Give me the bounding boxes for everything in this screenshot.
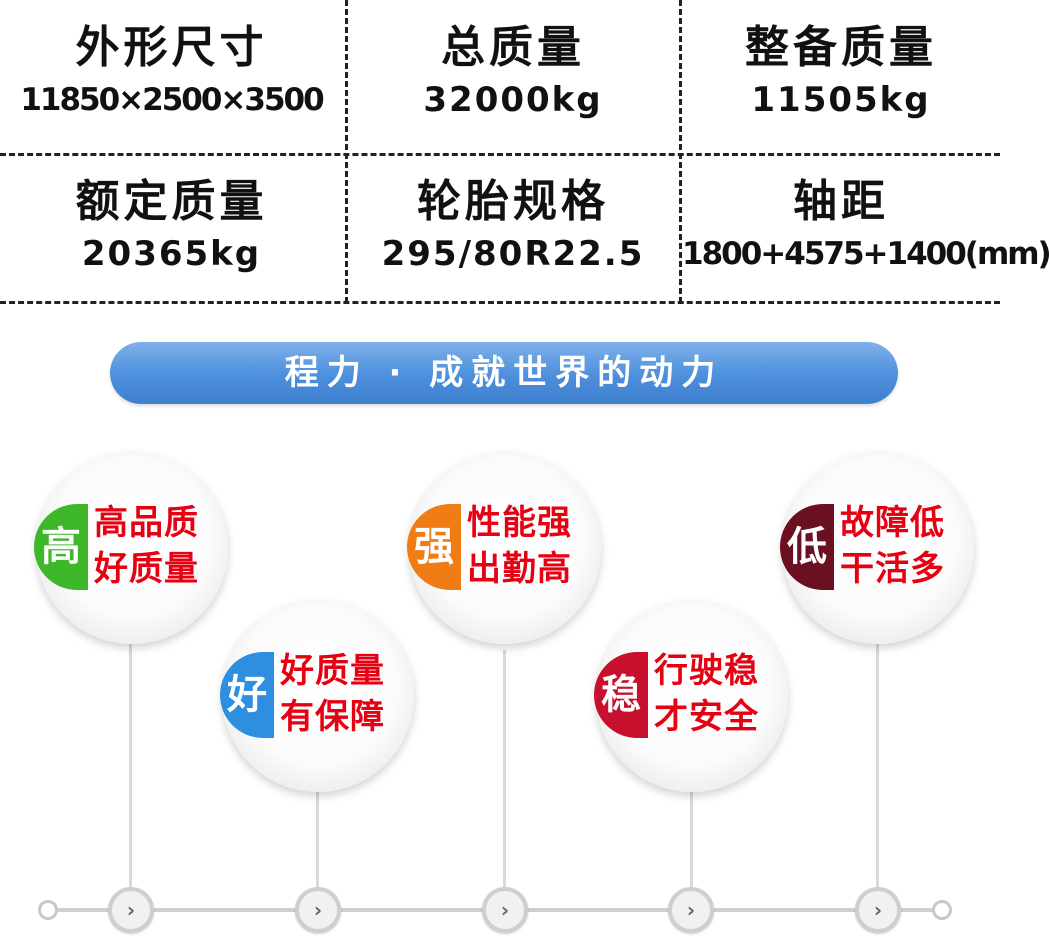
column-divider — [679, 0, 682, 303]
spec-label: 总质量 — [441, 22, 585, 73]
feature-disc-reliability: 低 故障低 干活多 — [780, 452, 974, 644]
spec-value: 32000kg — [423, 80, 603, 120]
timeline-node[interactable]: › — [482, 887, 528, 933]
feature-badge: 稳 — [594, 652, 648, 738]
timeline-node[interactable]: › — [108, 887, 154, 933]
feature-line: 干活多 — [840, 549, 945, 589]
spec-value: 11505kg — [751, 80, 931, 120]
feature-badge-char: 高 — [41, 524, 81, 570]
spec-curb-weight: 整备质量 11505kg — [682, 22, 1000, 120]
feature-badge-char: 稳 — [601, 672, 641, 718]
feature-badge: 强 — [407, 504, 461, 590]
spec-tire-size: 轮胎规格 295/80R22.5 — [348, 176, 678, 274]
spec-wheelbase: 轴距 1800+4575+1400(mm) — [682, 176, 1050, 274]
feature-line: 有保障 — [280, 697, 385, 737]
spec-label: 整备质量 — [745, 22, 937, 73]
timeline-node[interactable]: › — [668, 887, 714, 933]
spec-label: 轮胎规格 — [417, 176, 609, 227]
feature-badge-char: 好 — [227, 672, 267, 718]
feature-line: 好质量 — [280, 651, 385, 691]
stem-line — [876, 640, 879, 890]
spec-gross-weight: 总质量 32000kg — [348, 22, 678, 120]
slogan-text: 程力 · 成就世界的动力 — [284, 353, 724, 393]
timeline-node[interactable]: › — [855, 887, 901, 933]
column-divider — [345, 0, 348, 303]
feature-line: 才安全 — [654, 697, 759, 737]
feature-badge: 高 — [34, 504, 88, 590]
feature-disc-guarantee: 好 好质量 有保障 — [220, 600, 414, 792]
spec-label: 轴距 — [793, 176, 889, 227]
row-divider — [0, 153, 1000, 156]
timeline-end-dot — [932, 900, 952, 920]
feature-badge-char: 强 — [414, 524, 454, 570]
spec-dimensions: 外形尺寸 11850×2500×3500 — [0, 22, 343, 120]
feature-badge: 好 — [220, 652, 274, 738]
spec-label: 外形尺寸 — [75, 22, 268, 73]
spec-value: 20365kg — [81, 234, 262, 274]
feature-line: 好质量 — [94, 549, 199, 589]
spec-value: 11850×2500×3500 — [20, 82, 324, 118]
chevron-right-icon: › — [873, 898, 883, 922]
feature-badge-char: 低 — [787, 524, 827, 570]
timeline-node[interactable]: › — [295, 887, 341, 933]
chevron-right-icon: › — [686, 898, 696, 922]
spec-table: 外形尺寸 11850×2500×3500 总质量 32000kg 整备质量 11… — [0, 0, 1050, 305]
row-divider — [0, 301, 1000, 304]
feature-line: 出勤高 — [467, 549, 572, 589]
feature-line: 性能强 — [467, 503, 572, 543]
timeline-start-dot — [38, 900, 58, 920]
feature-disc-performance: 强 性能强 出勤高 — [407, 452, 601, 644]
feature-disc-quality: 高 高品质 好质量 — [34, 452, 228, 644]
stem-line — [503, 650, 506, 890]
stem-line — [129, 640, 132, 890]
spec-value: 295/80R22.5 — [381, 234, 645, 274]
spec-label: 额定质量 — [75, 176, 268, 227]
feature-disc-stability: 稳 行驶稳 才安全 — [594, 600, 788, 792]
stem-line — [316, 790, 319, 890]
feature-line: 故障低 — [840, 503, 945, 543]
feature-badge: 低 — [780, 504, 834, 590]
spec-rated-load: 额定质量 20365kg — [0, 176, 343, 274]
stem-line — [690, 790, 693, 890]
feature-line: 高品质 — [94, 503, 199, 543]
spec-value: 1800+4575+1400(mm) — [682, 236, 1050, 272]
slogan-banner: 程力 · 成就世界的动力 — [110, 342, 898, 404]
chevron-right-icon: › — [126, 898, 136, 922]
chevron-right-icon: › — [313, 898, 323, 922]
feature-line: 行驶稳 — [654, 651, 759, 691]
chevron-right-icon: › — [500, 898, 510, 922]
